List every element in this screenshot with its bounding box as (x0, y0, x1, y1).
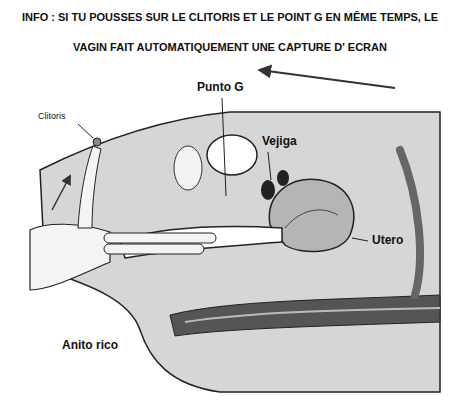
rectum-lumen (185, 308, 440, 322)
ovary (261, 180, 275, 200)
hand-palm (30, 224, 110, 290)
clitoris (93, 138, 101, 146)
finger (104, 233, 216, 243)
part-label: Anito rico (62, 338, 118, 353)
sacrum (400, 150, 420, 295)
part-label: Punto G (197, 80, 244, 95)
part-label: Clitoris (38, 110, 66, 122)
arrow (260, 70, 395, 88)
leader-line (352, 238, 368, 241)
pubic-bone (174, 146, 202, 190)
bladder (207, 135, 257, 175)
leader-line (268, 152, 271, 180)
leader-line (78, 124, 93, 138)
uterus-cavity (285, 210, 338, 228)
arrow (52, 176, 70, 210)
leader-line (222, 98, 226, 196)
part-label: Utero (372, 233, 403, 248)
rectum (170, 295, 440, 336)
ovary (277, 170, 289, 186)
part-label: Vejiga (262, 134, 297, 149)
thumb (78, 146, 101, 228)
finger (104, 244, 204, 254)
meme-title: INFO : SI TU POUSSES SUR LE CLITORIS ET … (8, 2, 452, 62)
